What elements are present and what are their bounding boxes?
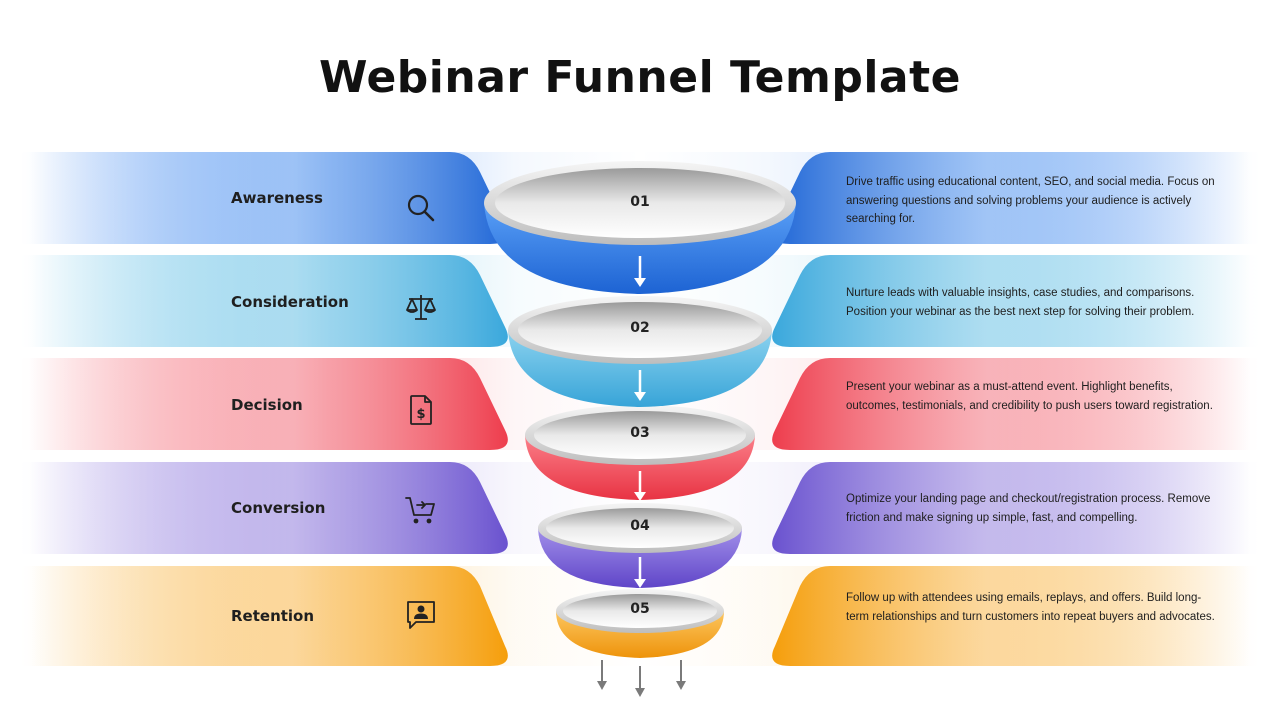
left-tab-awareness <box>30 152 508 244</box>
right-tab-retention <box>772 566 1250 666</box>
page-title: Webinar Funnel Template <box>318 52 961 103</box>
left-tab-conversion <box>30 462 508 554</box>
left-tab-consideration <box>30 255 508 347</box>
stage-description-awareness: Drive traffic using educational content,… <box>846 176 1215 225</box>
search-icon <box>407 194 435 222</box>
cart-icon <box>405 497 435 524</box>
chat-user-icon <box>407 601 435 629</box>
stage-description-conversion: Optimize your landing page and checkout/… <box>846 493 1211 524</box>
stage-label-conversion: Conversion <box>231 499 326 517</box>
flow-arrows <box>634 256 646 588</box>
right-tab-awareness <box>772 152 1250 244</box>
stage-number-04: 04 <box>630 518 650 534</box>
output-arrows <box>597 660 686 697</box>
left-tab-decision <box>30 358 508 450</box>
stage-label-awareness: Awareness <box>231 189 323 207</box>
stage-number-03: 03 <box>630 425 650 441</box>
right-tab-conversion <box>772 462 1250 554</box>
dollar-document-icon: $ <box>410 395 432 425</box>
funnel-cup-05 <box>556 589 724 658</box>
funnel-cup-01 <box>484 161 796 294</box>
left-tab-retention <box>30 566 508 666</box>
stage-number-01: 01 <box>630 194 650 210</box>
stage-number-02: 02 <box>630 320 650 336</box>
right-tab-consideration <box>772 255 1250 347</box>
stage-label-retention: Retention <box>231 607 315 625</box>
stage-number-05: 05 <box>630 601 650 617</box>
stage-description-consideration: Nurture leads with valuable insights, ca… <box>846 287 1195 318</box>
stage-description-retention: Follow up with attendees using emails, r… <box>846 592 1215 623</box>
svg-text:$: $ <box>416 407 425 422</box>
funnel-cup-03 <box>525 405 755 500</box>
right-tab-decision <box>772 358 1250 450</box>
stage-label-decision: Decision <box>231 396 303 414</box>
funnel-cup-02 <box>508 296 772 407</box>
scale-icon <box>406 295 436 320</box>
stage-description-decision: Present your webinar as a must-attend ev… <box>846 381 1213 412</box>
stage-label-consideration: Consideration <box>231 293 349 311</box>
